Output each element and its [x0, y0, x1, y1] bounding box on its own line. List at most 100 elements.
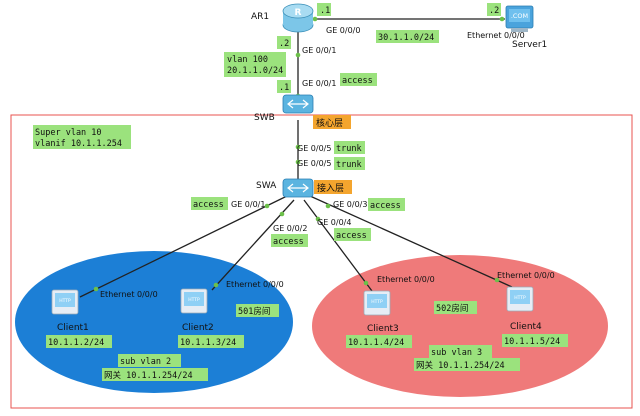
- swa-ge005-port: GE 0/0/5: [297, 159, 331, 168]
- swa-ge003-port: GE 0/0/3: [333, 200, 367, 209]
- port-dot: [315, 216, 321, 222]
- gateway-right: 网关 10.1.1.254/24: [416, 360, 505, 371]
- port-dot: [93, 286, 99, 292]
- swb-ge001-port: GE 0/0/1: [302, 79, 336, 88]
- client2-name: Client2: [182, 323, 214, 333]
- super-vlan-line1: Super vlan 10: [35, 128, 102, 138]
- super-vlan-line2: vlanif 10.1.1.254: [35, 139, 122, 149]
- server-icon[interactable]: .COM: [505, 5, 534, 32]
- port-dot: [363, 280, 369, 286]
- subnet-30: 30.1.1.0/24: [378, 33, 434, 43]
- client4-ip: 10.1.1.5/24: [504, 337, 560, 347]
- sub-vlan-2: sub vlan 2: [120, 357, 171, 367]
- core-layer-tag: 核心层: [316, 117, 343, 129]
- router-icon[interactable]: R: [282, 3, 314, 33]
- port-dot: [264, 203, 270, 209]
- swa-name: SWA: [256, 181, 277, 191]
- client1-ip: 10.1.1.2/24: [48, 338, 104, 348]
- server-port: Ethernet 0/0/0: [467, 31, 525, 40]
- port-dot: [494, 277, 500, 283]
- swa-ge005-mode: trunk: [336, 160, 362, 170]
- port-dots: [93, 16, 505, 292]
- svg-text:HTTP: HTTP: [514, 295, 526, 301]
- client1-port: Ethernet 0/0/0: [100, 290, 158, 299]
- switch-icon[interactable]: [282, 178, 314, 198]
- subnet-20: 20.1.1.0/24: [227, 66, 283, 76]
- label-bg: [271, 234, 308, 247]
- client3-name: Client3: [367, 324, 399, 334]
- port-dot: [499, 16, 505, 22]
- label-bg: [334, 157, 365, 170]
- label-bg: [224, 52, 286, 77]
- svg-text:HTTP: HTTP: [188, 297, 200, 303]
- label-bg: [502, 334, 568, 347]
- label-bg: [487, 3, 501, 16]
- ar1-ge000-port: GE 0/0/0: [326, 26, 360, 35]
- swa-ge003-mode: access: [370, 201, 401, 211]
- client3-port: Ethernet 0/0/0: [377, 275, 435, 284]
- ar1-server-host: .1: [320, 6, 330, 16]
- label-bg: [236, 304, 279, 317]
- swa-ge002-port: GE 0/0/2: [273, 224, 307, 233]
- switch-icon[interactable]: [282, 94, 314, 114]
- label-bg: [317, 3, 331, 16]
- client2-icon[interactable]: HTTP: [180, 288, 208, 314]
- access-layer-tag: 接入层: [317, 182, 344, 194]
- label-bg: [434, 301, 477, 314]
- client3-icon[interactable]: HTTP: [363, 290, 391, 316]
- label-bg: [368, 198, 405, 211]
- port-dot: [312, 16, 318, 22]
- port-dot: [295, 52, 301, 58]
- room-502-label: 502房间: [436, 303, 468, 314]
- swa-ge002-mode: access: [273, 237, 304, 247]
- vlan-100: vlan 100: [227, 55, 268, 65]
- swa-ge001-port: GE 0/0/1: [231, 200, 265, 209]
- server-screen-text: .COM: [511, 12, 528, 20]
- server-host: .2: [489, 6, 499, 16]
- svg-text:R: R: [295, 8, 302, 18]
- server1-name: Server1: [512, 40, 547, 50]
- label-bg: [346, 335, 412, 348]
- client3-ip: 10.1.1.4/24: [348, 338, 404, 348]
- label-bg: [340, 73, 377, 86]
- core-layer-tag-bg: [313, 115, 351, 129]
- client4-icon[interactable]: HTTP: [506, 286, 534, 312]
- svg-text:HTTP: HTTP: [371, 299, 383, 305]
- ar1-swb-host: .2: [279, 39, 289, 49]
- client4-port: Ethernet 0/0/0: [497, 271, 555, 280]
- label-bg: [118, 354, 181, 367]
- port-dot: [295, 159, 301, 165]
- port-dot: [213, 282, 219, 288]
- label-bg: [334, 228, 371, 241]
- client2-port: Ethernet 0/0/0: [226, 280, 284, 289]
- label-bg: [102, 368, 208, 381]
- access-layer-tag-bg: [314, 180, 352, 194]
- sub-vlan-3: sub vlan 3: [431, 348, 482, 358]
- link-swa-client1: [79, 195, 288, 298]
- label-bg: [429, 345, 492, 358]
- swb-ge005-mode: trunk: [336, 144, 362, 154]
- ar1-ge001-port: GE 0/0/1: [302, 46, 336, 55]
- client4-name: Client4: [510, 322, 542, 332]
- swb-ge005-port: GE 0/0/5: [297, 144, 331, 153]
- swb-ge001-mode: access: [342, 76, 373, 86]
- room-502-area: [312, 255, 608, 397]
- label-bg: [277, 36, 291, 49]
- room-501-label: 501房间: [238, 306, 270, 317]
- label-bg: [376, 30, 439, 43]
- port-dot: [295, 144, 301, 150]
- label-bg: [46, 335, 112, 348]
- link-swa-client3: [303, 199, 373, 292]
- super-vlan-box: [33, 125, 131, 149]
- room-501-area: [15, 251, 293, 393]
- swb-host: .1: [279, 83, 289, 93]
- client1-name: Client1: [57, 323, 89, 333]
- port-dot: [325, 203, 331, 209]
- gateway-left: 网关 10.1.1.254/24: [104, 370, 193, 381]
- label-bg: [191, 197, 228, 210]
- label-bg: [178, 335, 244, 348]
- client1-icon[interactable]: HTTP: [51, 289, 79, 315]
- swa-ge004-mode: access: [336, 231, 367, 241]
- label-bg: [414, 358, 520, 371]
